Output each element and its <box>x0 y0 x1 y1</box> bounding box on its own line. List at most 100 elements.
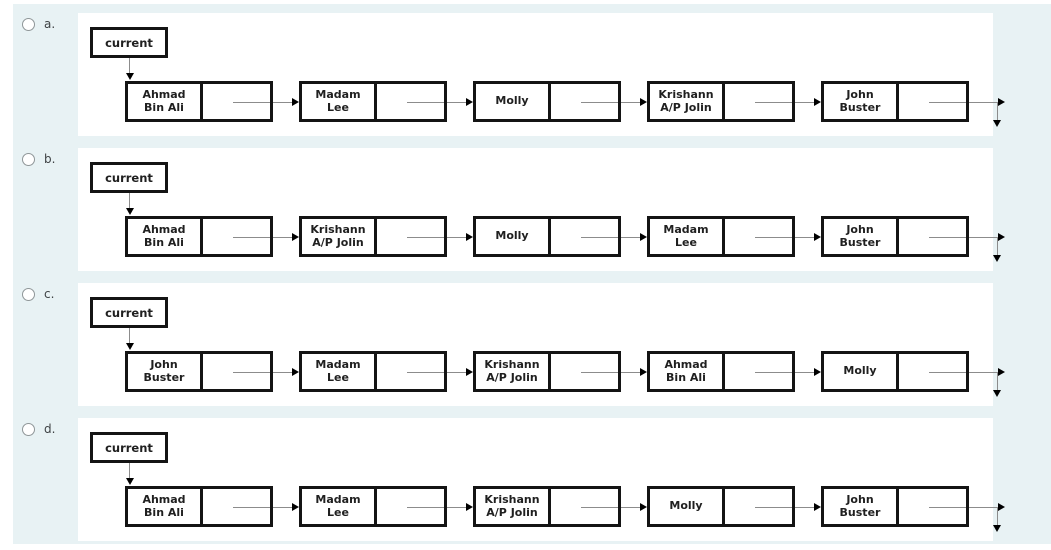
terminator-line <box>969 236 999 238</box>
list-node: Madam Lee <box>299 351 447 392</box>
node-pointer-cell <box>551 84 618 119</box>
list-node: John Buster <box>821 81 969 122</box>
null-terminator-icon <box>969 351 1009 397</box>
node-pointer-cell <box>377 354 444 389</box>
arrowhead-right-icon <box>814 97 821 106</box>
arrowhead-down-icon <box>993 524 1001 532</box>
link-arrow-line <box>795 236 819 238</box>
list-node: Madam Lee <box>299 81 447 122</box>
radio-option-d[interactable] <box>22 423 35 436</box>
arrowhead-right-icon <box>466 502 473 511</box>
linked-list: Ahmad Bin Ali Madam Lee Krishann A/P Jolin… <box>125 486 1009 532</box>
link-arrow-icon <box>273 486 299 527</box>
current-down-arrow-icon <box>125 193 134 215</box>
node-name-cell: John Buster <box>824 489 899 524</box>
arrowhead-right-icon <box>998 232 1005 241</box>
current-pointer-box: current <box>90 27 168 58</box>
arrowhead-down-icon <box>993 254 1001 262</box>
node-name-cell: Molly <box>650 489 725 524</box>
node-name-cell: Madam Lee <box>302 354 377 389</box>
link-arrow-line <box>447 371 471 373</box>
link-arrow-icon <box>447 216 473 257</box>
node-name-cell: Ahmad Bin Ali <box>128 219 203 254</box>
node-pointer-cell <box>377 84 444 119</box>
link-arrow-icon <box>795 351 821 392</box>
arrowhead-right-icon <box>292 502 299 511</box>
link-arrow-line <box>273 371 297 373</box>
link-arrow-icon <box>447 486 473 527</box>
option-gutter: d. <box>13 418 78 436</box>
link-arrow-line <box>621 101 645 103</box>
terminator-drop-line <box>997 236 998 256</box>
node-pointer-cell <box>899 84 966 119</box>
arrowhead-down-icon <box>125 343 134 350</box>
node-name-cell: John Buster <box>128 354 203 389</box>
option-gutter: a. <box>13 13 78 31</box>
node-pointer-cell <box>203 219 270 254</box>
node-name-cell: Molly <box>476 84 551 119</box>
radio-option-b[interactable] <box>22 153 35 166</box>
link-arrow-icon <box>273 351 299 392</box>
radio-option-a[interactable] <box>22 18 35 31</box>
node-name-cell: John Buster <box>824 219 899 254</box>
arrowhead-down-icon <box>993 119 1001 127</box>
node-name-cell: Madam Lee <box>302 84 377 119</box>
link-arrow-line <box>621 506 645 508</box>
link-arrow-icon <box>621 81 647 122</box>
node-pointer-cell <box>725 489 792 524</box>
arrowhead-down-icon <box>125 478 134 485</box>
node-name-cell: Krishann A/P Jolin <box>650 84 725 119</box>
arrowhead-down-icon <box>125 73 134 80</box>
arrowhead-right-icon <box>466 232 473 241</box>
link-arrow-line <box>795 506 819 508</box>
link-arrow-line <box>621 236 645 238</box>
current-down-arrow-icon <box>125 463 134 485</box>
terminator-drop-line <box>997 506 998 526</box>
option-letter: a. <box>44 17 56 31</box>
terminator-line <box>969 371 999 373</box>
link-arrow-icon <box>621 486 647 527</box>
link-arrow-line <box>447 101 471 103</box>
current-pointer-label: current <box>105 440 153 455</box>
list-node: John Buster <box>125 351 273 392</box>
list-node: Molly <box>473 81 621 122</box>
null-terminator-icon <box>969 486 1009 532</box>
node-pointer-cell <box>725 219 792 254</box>
list-node: Krishann A/P Jolin <box>473 486 621 527</box>
radio-option-c[interactable] <box>22 288 35 301</box>
node-name-cell: John Buster <box>824 84 899 119</box>
link-arrow-line <box>273 506 297 508</box>
link-arrow-line <box>795 101 819 103</box>
node-name-cell: Ahmad Bin Ali <box>650 354 725 389</box>
option-letter: b. <box>44 152 56 166</box>
link-arrow-line <box>621 371 645 373</box>
arrowhead-right-icon <box>998 502 1005 511</box>
list-node: Molly <box>473 216 621 257</box>
null-terminator-icon <box>969 216 1009 262</box>
current-pointer-label: current <box>105 35 153 50</box>
link-arrow-icon <box>795 81 821 122</box>
link-arrow-icon <box>447 351 473 392</box>
arrowhead-right-icon <box>640 367 647 376</box>
list-node: Molly <box>647 486 795 527</box>
null-terminator-icon <box>969 81 1009 127</box>
arrowhead-right-icon <box>466 97 473 106</box>
arrowhead-right-icon <box>814 232 821 241</box>
node-name-cell: Madam Lee <box>650 219 725 254</box>
node-pointer-cell <box>725 84 792 119</box>
link-arrow-line <box>447 236 471 238</box>
node-pointer-cell <box>377 219 444 254</box>
list-node: Ahmad Bin Ali <box>125 486 273 527</box>
option-letter: d. <box>44 422 56 436</box>
node-name-cell: Molly <box>476 219 551 254</box>
arrowhead-right-icon <box>292 97 299 106</box>
node-name-cell: Madam Lee <box>302 489 377 524</box>
